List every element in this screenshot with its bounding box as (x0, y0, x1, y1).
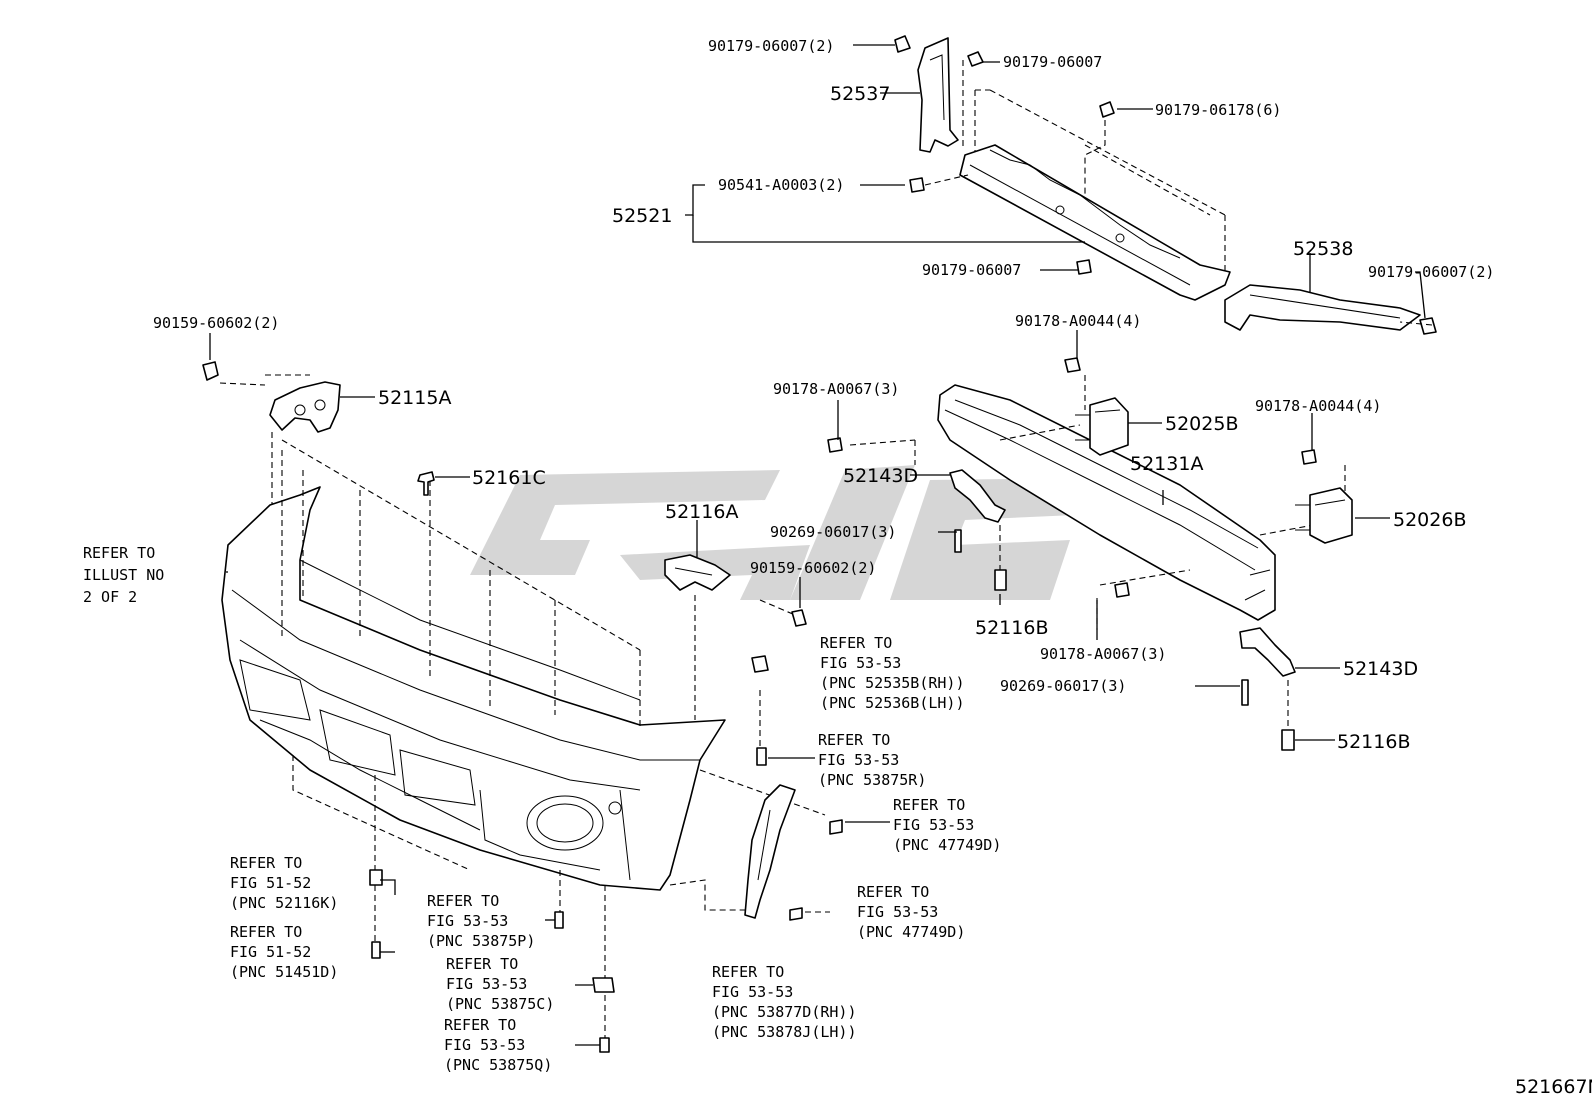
ref-53877D: REFER TO FIG 53-53 (PNC 53877D(RH)) (PNC… (712, 963, 857, 1041)
label-90178-A0044-4-upper: 90178-A0044(4) (1015, 312, 1141, 330)
label-90159-60602-2-mid: 90159-60602(2) (750, 559, 876, 577)
side-retainer (744, 784, 796, 919)
svg-text:ILLUST NO: ILLUST NO (83, 566, 164, 584)
label-90179-06007-mid: 90179-06007 (922, 261, 1021, 279)
svg-text:FIG 53-53: FIG 53-53 (820, 654, 901, 672)
svg-text:(PNC 52536B(LH)): (PNC 52536B(LH)) (820, 694, 965, 712)
svg-text:FIG 53-53: FIG 53-53 (427, 912, 508, 930)
diagram-id: 521667N (1515, 1076, 1592, 1098)
svg-text:REFER TO: REFER TO (446, 955, 518, 973)
label-90178-A0067-3-upper: 90178-A0067(3) (773, 380, 899, 398)
retainer-52116A (664, 554, 807, 627)
upper-support-assembly (894, 35, 1437, 335)
cross-member-52521 (959, 144, 1231, 301)
ref-53875C: REFER TO FIG 53-53 (PNC 53875C) (446, 955, 554, 1013)
label-52026B: 52026B (1393, 509, 1466, 531)
ref-51451D: REFER TO FIG 51-52 (PNC 51451D) (230, 923, 338, 981)
label-52116B-upper: 52116B (975, 617, 1048, 639)
ref-53875Q: REFER TO FIG 53-53 (PNC 53875Q) (444, 1016, 552, 1074)
svg-text:REFER TO: REFER TO (427, 892, 499, 910)
svg-text:(PNC 51451D): (PNC 51451D) (230, 963, 338, 981)
label-52521: 52521 (612, 205, 672, 227)
svg-text:FIG 53-53: FIG 53-53 (893, 816, 974, 834)
bracket-52115A-group (202, 361, 641, 651)
clip-52161C (417, 471, 435, 496)
svg-text:(PNC 52116K): (PNC 52116K) (230, 894, 338, 912)
label-90179-06007-2-right: 90179-06007(2) (1368, 263, 1494, 281)
reference-notes: REFER TO ILLUST NO 2 OF 2 REFER TO FIG 5… (83, 544, 1001, 1074)
ref-52116K: REFER TO FIG 51-52 (PNC 52116K) (230, 854, 338, 912)
label-52143D-lower: 52143D (1343, 658, 1418, 680)
ref-53875R: REFER TO FIG 53-53 (PNC 53875R) (818, 731, 926, 789)
leader-lines (209, 44, 1426, 1046)
reinforcement-52131A (849, 375, 1346, 621)
bracket-52026B (1295, 449, 1353, 544)
label-90179-06007-2-top: 90179-06007(2) (708, 37, 834, 55)
svg-text:(PNC 47749D): (PNC 47749D) (893, 836, 1001, 854)
ref-47749D-a: REFER TO FIG 53-53 (PNC 47749D) (893, 796, 1001, 854)
svg-text:(PNC 53875Q): (PNC 53875Q) (444, 1056, 552, 1074)
svg-text:REFER TO: REFER TO (893, 796, 965, 814)
svg-text:REFER TO: REFER TO (820, 634, 892, 652)
svg-text:REFER TO: REFER TO (230, 923, 302, 941)
svg-text:REFER TO: REFER TO (444, 1016, 516, 1034)
label-52161C: 52161C (472, 467, 546, 489)
ref-53875P: REFER TO FIG 53-53 (PNC 53875P) (427, 892, 535, 950)
label-90159-60602-2-left: 90159-60602(2) (153, 314, 279, 332)
lower-clips (369, 869, 615, 1053)
center-clips (751, 655, 843, 921)
svg-text:REFER TO: REFER TO (712, 963, 784, 981)
bracket-52538 (1224, 284, 1421, 331)
svg-text:(PNC 47749D): (PNC 47749D) (857, 923, 965, 941)
label-52538: 52538 (1293, 238, 1353, 260)
label-52537: 52537 (830, 83, 890, 105)
label-90178-A0044-4-right: 90178-A0044(4) (1255, 397, 1381, 415)
label-90269-06017-3-lower: 90269-06017(3) (1000, 677, 1126, 695)
bracket-52025B (1064, 357, 1129, 456)
label-90541-A0003-2: 90541-A0003(2) (718, 176, 844, 194)
svg-text:REFER TO: REFER TO (818, 731, 890, 749)
svg-text:(PNC 53875C): (PNC 53875C) (446, 995, 554, 1013)
label-90179-06007-top: 90179-06007 (1003, 53, 1102, 71)
svg-text:FIG 53-53: FIG 53-53 (446, 975, 527, 993)
label-90178-A0067-3-lower: 90178-A0067(3) (1040, 645, 1166, 663)
svg-text:(PNC 53877D(RH)): (PNC 53877D(RH)) (712, 1003, 857, 1021)
label-52143D-upper: 52143D (843, 465, 918, 487)
ref-52535B: REFER TO FIG 53-53 (PNC 52535B(RH)) (PNC… (820, 634, 965, 712)
label-52116A: 52116A (665, 501, 738, 523)
bracket-52115A (269, 381, 341, 433)
svg-text:(PNC 53875R): (PNC 53875R) (818, 771, 926, 789)
bumper-cover (221, 450, 826, 1040)
label-52025B: 52025B (1165, 413, 1238, 435)
bracket-52537 (917, 37, 959, 153)
ref-illust: REFER TO ILLUST NO 2 OF 2 (83, 544, 164, 606)
svg-text:FIG 53-53: FIG 53-53 (857, 903, 938, 921)
label-52116B-lower: 52116B (1337, 731, 1410, 753)
svg-text:(PNC 53878J(LH)): (PNC 53878J(LH)) (712, 1023, 857, 1041)
bracket-52143D-upper (827, 437, 1007, 591)
svg-text:REFER TO: REFER TO (83, 544, 155, 562)
svg-text:REFER TO: REFER TO (230, 854, 302, 872)
svg-text:2 OF 2: 2 OF 2 (83, 588, 137, 606)
part-number-labels: 52537 52521 52538 52115A 52161C 52116A 5… (378, 83, 1466, 753)
svg-text:FIG 51-52: FIG 51-52 (230, 943, 311, 961)
fastener-labels: 90179-06007(2) 90179-06007 90179-06178(6… (153, 37, 1494, 695)
svg-text:REFER TO: REFER TO (857, 883, 929, 901)
svg-text:FIG 53-53: FIG 53-53 (818, 751, 899, 769)
svg-text:FIG 53-53: FIG 53-53 (444, 1036, 525, 1054)
ref-47749D-b: REFER TO FIG 53-53 (PNC 47749D) (857, 883, 965, 941)
label-52115A: 52115A (378, 387, 451, 409)
svg-text:FIG 51-52: FIG 51-52 (230, 874, 311, 892)
label-52131A: 52131A (1130, 453, 1203, 475)
svg-text:(PNC 52535B(RH)): (PNC 52535B(RH)) (820, 674, 965, 692)
label-90269-06017-3-upper: 90269-06017(3) (770, 523, 896, 541)
svg-text:(PNC 53875P): (PNC 53875P) (427, 932, 535, 950)
label-90179-06178-6: 90179-06178(6) (1155, 101, 1281, 119)
svg-text:FIG 53-53: FIG 53-53 (712, 983, 793, 1001)
bracket-52143D-lower (1096, 582, 1296, 751)
